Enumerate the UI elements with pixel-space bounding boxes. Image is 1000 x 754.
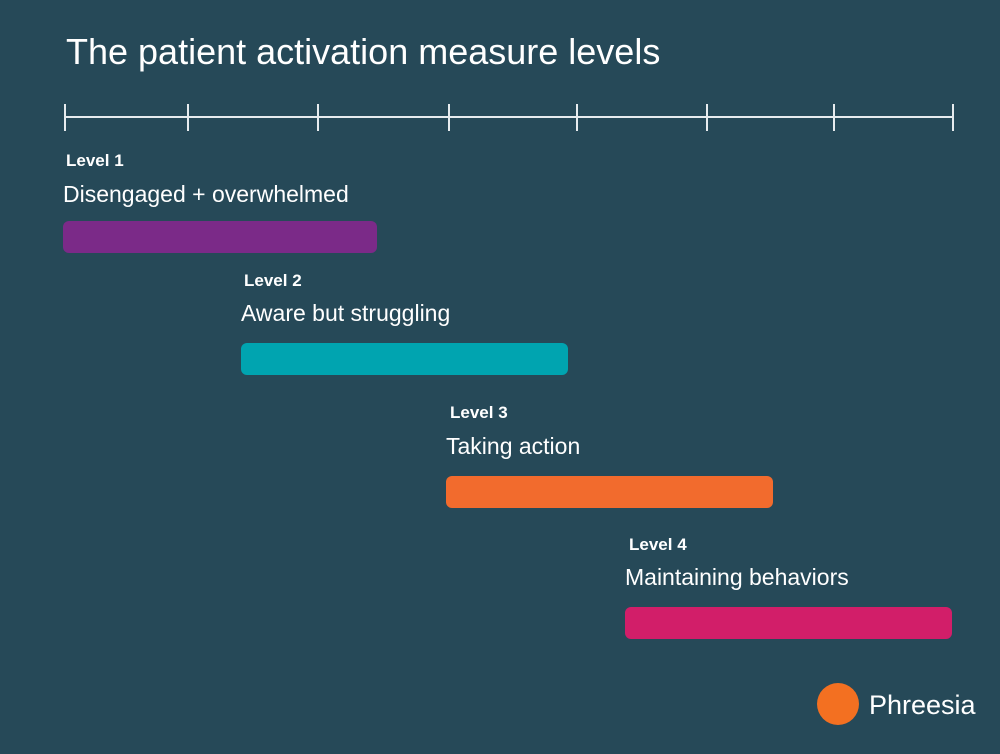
brand-logo-dot bbox=[817, 683, 859, 725]
level-2-tag: Level 2 bbox=[244, 271, 302, 290]
level-4-name: Maintaining behaviors bbox=[625, 564, 849, 590]
level-3-tag: Level 3 bbox=[450, 403, 508, 422]
level-1-tag: Level 1 bbox=[66, 151, 124, 170]
page-title: The patient activation measure levels bbox=[66, 31, 660, 72]
level-4-bar bbox=[625, 607, 952, 639]
level-3-bar bbox=[446, 476, 773, 508]
level-1-bar bbox=[63, 221, 377, 253]
level-3-name: Taking action bbox=[446, 433, 580, 459]
brand-name: Phreesia bbox=[869, 690, 977, 720]
level-1-name: Disengaged + overwhelmed bbox=[63, 181, 349, 207]
level-2-bar bbox=[241, 343, 568, 375]
level-4-tag: Level 4 bbox=[629, 535, 687, 554]
level-2-name: Aware but struggling bbox=[241, 300, 450, 326]
